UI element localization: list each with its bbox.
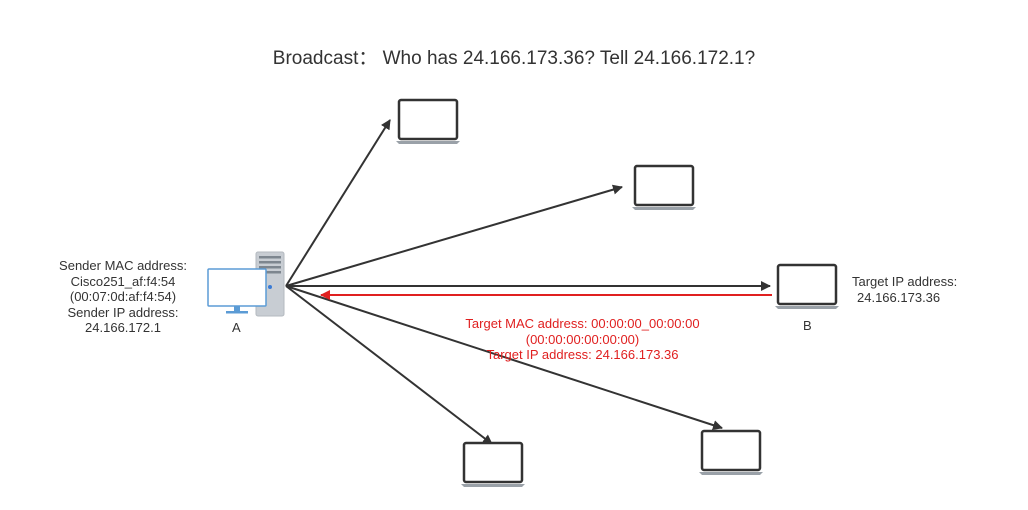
desktop-computer-icon bbox=[207, 251, 285, 317]
sender-ip-label: Sender IP address: bbox=[67, 304, 179, 320]
sender-info: Sender MAC address: Cisco251_af:f4:54 (0… bbox=[48, 258, 198, 336]
broadcast-arrow-upper-right bbox=[285, 184, 623, 287]
sender-mac-value: (00:07:0d:af:f4:54) bbox=[69, 289, 177, 304]
node-label-a: A bbox=[232, 320, 241, 335]
sender-mac-label: Sender MAC address: bbox=[59, 258, 187, 273]
sender-mac-name: Cisco251_af:f4:54 bbox=[70, 273, 176, 289]
reply-target-mac-line: Target MAC address: 00:00:00_00:00:00 bbox=[465, 316, 700, 331]
laptop-icon-bottom bbox=[459, 441, 527, 489]
broadcast-title: Broadcast： Who has 24.166.173.36? Tell 2… bbox=[272, 48, 756, 69]
target-ip-label: Target IP address: bbox=[852, 274, 958, 289]
reply-target-mac-raw: (00:00:00:00:00:00) bbox=[525, 331, 640, 347]
laptop-icon-upper-right bbox=[630, 164, 698, 212]
target-ip-value: 24.166.173.36 bbox=[857, 289, 941, 305]
sender-ip-value: 24.166.172.1 bbox=[85, 320, 161, 335]
node-label-b: B bbox=[803, 318, 812, 333]
broadcast-arrow-bottom-right bbox=[285, 285, 723, 430]
broadcast-arrow-top bbox=[285, 119, 391, 287]
target-info: Target IP address: 24.166.173.36 bbox=[852, 274, 957, 305]
broadcast-arrow-bottom bbox=[285, 285, 493, 445]
laptop-icon-b bbox=[773, 263, 841, 311]
reply-info: Target MAC address: 00:00:00_00:00:00 (0… bbox=[440, 316, 725, 363]
laptop-icon-top bbox=[394, 98, 462, 146]
laptop-icon-bottom-right bbox=[697, 429, 765, 477]
reply-target-ip-line: Target IP address: 24.166.173.36 bbox=[486, 347, 679, 362]
